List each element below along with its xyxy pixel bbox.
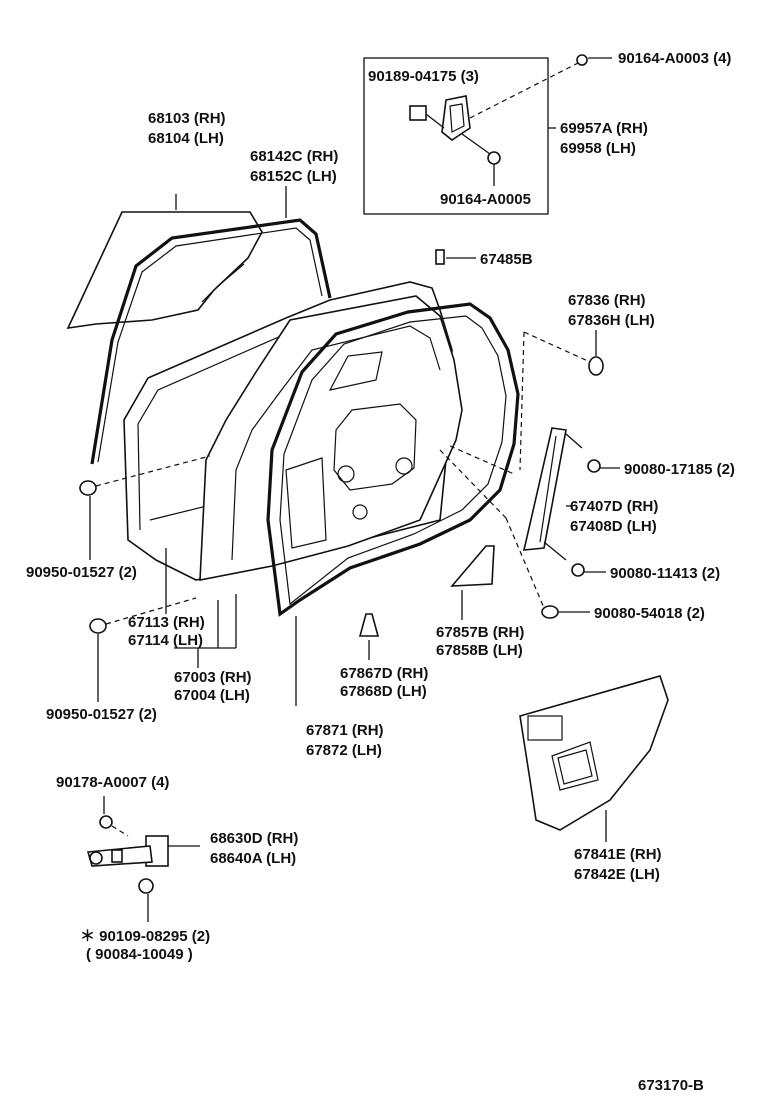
- label-67872: 67872 (LH): [306, 742, 382, 759]
- label-90178-a0007: 90178-A0007 (4): [56, 774, 169, 791]
- label-90080-17185: 90080-17185 (2): [624, 461, 735, 478]
- label-67113: 67113 (RH): [128, 614, 205, 631]
- rear-sash-67407d: [522, 427, 567, 551]
- label-67836: 67836 (RH): [568, 292, 646, 309]
- label-90080-54018: 90080-54018 (2): [594, 605, 705, 622]
- inset-box: [363, 57, 549, 215]
- label-90164-a0005: 90164-A0005: [440, 191, 531, 208]
- garnish-67857b: [450, 545, 495, 587]
- label-90950-01527-upper: 90950-01527 (2): [26, 564, 137, 581]
- label-67114: 67114 (LH): [128, 632, 203, 649]
- pad-67485b: [435, 249, 445, 265]
- cover-67836: [588, 356, 604, 376]
- label-67004: 67004 (LH): [174, 687, 250, 704]
- door-inner-frame: [199, 295, 463, 581]
- plug-90950-01527-lower: [89, 618, 107, 634]
- glass-run-channel: [90, 218, 332, 465]
- label-69957a: 69957A (RH): [560, 120, 648, 137]
- screw-90080-11413: [571, 563, 585, 577]
- clip-90080-54018: [541, 605, 559, 619]
- label-67842e: 67842E (LH): [574, 866, 660, 883]
- label-67485b: 67485B: [480, 251, 533, 268]
- label-67003: 67003 (RH): [174, 669, 252, 686]
- label-69958: 69958 (LH): [560, 140, 636, 157]
- label-68640a: 68640A (LH): [210, 850, 296, 867]
- label-90164-a0003: 90164-A0003 (4): [618, 50, 731, 67]
- label-68103: 68103 (RH): [148, 110, 226, 127]
- label-67407d: 67407D (RH): [570, 498, 658, 515]
- label-67408d: 67408D (LH): [570, 518, 657, 535]
- label-90084-10049: ( 90084-10049 ): [86, 946, 193, 963]
- label-67857b: 67857B (RH): [436, 624, 524, 641]
- label-68152c: 68152C (LH): [250, 168, 337, 185]
- label-67868d: 67868D (LH): [340, 683, 427, 700]
- label-90950-01527-lower: 90950-01527 (2): [46, 706, 157, 723]
- door-weatherstrip: [266, 302, 520, 617]
- label-68142c: 68142C (RH): [250, 148, 338, 165]
- label-90189-04175: 90189-04175 (3): [368, 68, 479, 85]
- screw-90164-a0003: [576, 54, 588, 66]
- label-67841e: 67841E (RH): [574, 846, 662, 863]
- screw-90080-17185: [587, 459, 601, 473]
- bolt-90109-08295: [138, 878, 154, 894]
- label-68630d: 68630D (RH): [210, 830, 298, 847]
- label-67836h: 67836H (LH): [568, 312, 655, 329]
- service-hole-cover-67841e: [519, 675, 669, 831]
- label-67871: 67871 (RH): [306, 722, 384, 739]
- label-67858b: 67858B (LH): [436, 642, 523, 659]
- window-bracket-part: [409, 95, 501, 165]
- clip-67867d: [358, 613, 380, 637]
- plug-90950-01527-upper: [79, 480, 97, 496]
- door-glass: [66, 211, 263, 330]
- label-90109-08295: ＊ 90109-08295 (2): [80, 928, 210, 945]
- window-opening: [333, 403, 417, 491]
- door-check-68630d: [86, 835, 169, 867]
- nut-90178-a0007: [99, 815, 113, 829]
- label-68104: 68104 (LH): [148, 130, 224, 147]
- label-67867d: 67867D (RH): [340, 665, 428, 682]
- diagram-code: 673170-B: [638, 1077, 704, 1094]
- label-90080-11413: 90080-11413 (2): [610, 565, 720, 582]
